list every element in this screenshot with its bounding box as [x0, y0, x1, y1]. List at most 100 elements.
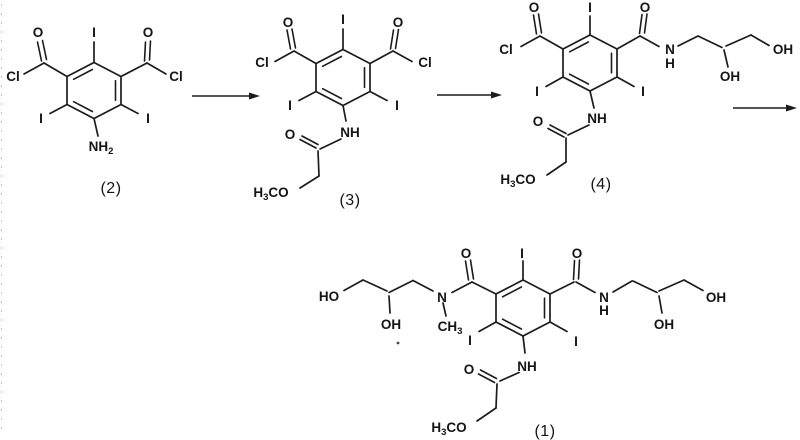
co-text: CO	[268, 185, 288, 200]
oxygen-label: O	[461, 246, 472, 261]
bonds	[520, 13, 770, 176]
h-text: H	[253, 185, 263, 200]
co-text: CO	[446, 420, 466, 435]
carbonyl-double-bond	[549, 124, 567, 135]
bond	[545, 76, 564, 88]
bond	[658, 295, 663, 314]
oxygen-label: O	[285, 127, 296, 142]
chlorine-label: Cl	[418, 55, 432, 70]
compound-number: (2)	[100, 180, 121, 197]
carbonyl-double-bond	[143, 41, 147, 62]
subscript: 3	[510, 179, 515, 190]
oxygen-label: O	[283, 15, 294, 30]
bond	[539, 35, 564, 50]
amide-h-label: H	[665, 56, 675, 71]
benzene-ring	[66, 61, 122, 120]
bond	[478, 321, 497, 333]
oxygen-label: O	[572, 246, 583, 261]
bond	[412, 279, 434, 292]
reaction-arrow-1	[192, 92, 260, 100]
amide-nh-label: NH	[340, 125, 360, 140]
bond	[146, 62, 167, 75]
bond	[677, 35, 699, 47]
bond	[388, 295, 391, 314]
arrow-head	[249, 92, 260, 100]
oxygen-label: O	[143, 25, 154, 40]
bond	[319, 138, 342, 150]
bond	[549, 281, 575, 295]
bond	[546, 161, 567, 176]
bond	[120, 103, 139, 115]
h-text: H	[500, 172, 510, 187]
iodine-label: I	[146, 111, 150, 126]
bond	[298, 90, 317, 102]
reaction-arrow-2	[437, 91, 502, 99]
ring-bond	[562, 34, 618, 92]
structure-4: I O Cl O N H OH OH I I NH O H3CO (4)	[499, 0, 793, 193]
bond	[369, 90, 388, 102]
bond	[616, 35, 641, 50]
iodine-label: I	[520, 246, 524, 261]
structure-3: I O Cl O Cl I I NH O H3CO (3)	[253, 12, 431, 209]
subscript: 3	[263, 192, 268, 203]
carbonyl-double-bond	[291, 28, 297, 49]
bond	[499, 371, 520, 382]
iodine-label: I	[341, 12, 345, 27]
carbonyl-double-bond	[394, 28, 400, 50]
chlorine-label: Cl	[169, 69, 183, 84]
carbonyl-double-bond	[464, 260, 470, 281]
oxygen-label: O	[393, 15, 404, 30]
bond	[299, 175, 320, 189]
bond	[388, 279, 414, 294]
bond	[93, 117, 99, 137]
carbonyl-double-bond	[41, 39, 48, 61]
double-bond-inner	[72, 100, 94, 113]
arrow-head	[786, 104, 797, 112]
carbonyl-double-bond	[389, 29, 395, 50]
double-bond-inner	[321, 87, 343, 100]
bond	[612, 280, 633, 293]
iodine-label: I	[535, 84, 539, 99]
bond	[392, 50, 413, 63]
carbonyl-double-bond	[537, 13, 543, 34]
compound-number: (1)	[534, 423, 555, 440]
bond	[697, 35, 723, 49]
oxygen-label: O	[464, 362, 475, 377]
chlorine-label: Cl	[6, 69, 20, 84]
bond	[451, 281, 473, 294]
benzene-ring	[315, 48, 371, 107]
carbonyl-double-bond	[479, 369, 498, 380]
bond	[495, 383, 498, 409]
subscript: 3	[441, 427, 446, 438]
carbonyl-double-bond	[477, 373, 496, 384]
carbonyl-double-bond	[547, 127, 565, 138]
hydroxyl-label: OH	[654, 317, 674, 332]
ring-bond	[66, 61, 122, 120]
oxygen-label: O	[533, 114, 544, 129]
double-bond-inner	[72, 68, 94, 81]
carbonyl-double-bond	[572, 259, 576, 281]
nh-text: NH	[89, 139, 109, 154]
carbonyl-double-bond	[286, 29, 292, 50]
bond	[575, 281, 596, 294]
ring-bond	[495, 279, 551, 337]
double-bond-inner	[501, 286, 523, 298]
benzene-ring	[495, 279, 551, 337]
arrow-head	[491, 91, 502, 99]
bond	[520, 35, 541, 48]
bond	[476, 407, 497, 422]
iodine-label: I	[468, 333, 472, 348]
bond	[567, 124, 590, 136]
iodine-label: I	[574, 334, 578, 349]
iodine-label: I	[395, 98, 399, 113]
amide-nh-label: NH	[517, 359, 537, 374]
bond	[342, 104, 347, 122]
double-bond-inner	[568, 73, 590, 85]
carbonyl-double-bond	[638, 13, 643, 35]
structure-1: I O N CH3 HO OH O N H OH OH I I NH O H3C…	[319, 246, 726, 440]
bond	[683, 279, 704, 292]
amide-h-label: H	[599, 303, 609, 318]
iodine-label: I	[641, 84, 645, 99]
hydroxyl-label: HO	[319, 289, 339, 304]
amine-label: NH2	[89, 139, 114, 157]
